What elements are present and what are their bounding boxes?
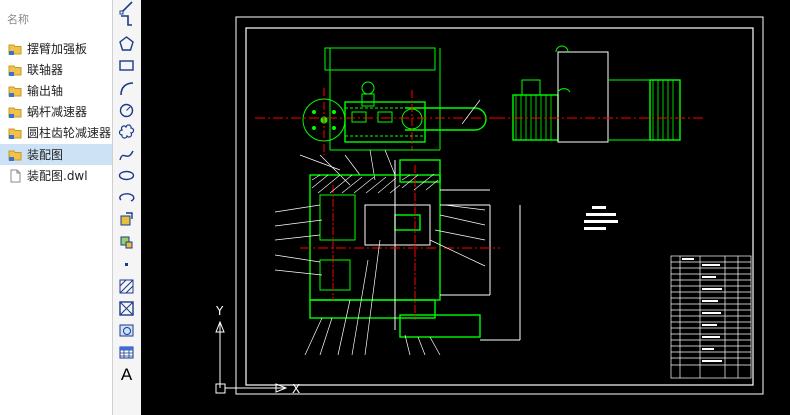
folder-icon <box>8 107 22 118</box>
assembly-drawing: Y X <box>215 16 764 396</box>
top-view <box>255 47 505 155</box>
drawing-inner-border <box>245 27 754 386</box>
circle-icon <box>119 103 134 118</box>
insert-block-tool[interactable] <box>117 210 136 229</box>
arc-tool[interactable] <box>117 79 136 98</box>
ucs-icon <box>215 320 288 394</box>
file-item-label: 摆臂加强板 <box>27 42 88 56</box>
revision-cloud-tool[interactable] <box>117 122 136 141</box>
arc-icon <box>120 82 134 96</box>
folder-icon <box>8 150 22 161</box>
title-block-text <box>682 258 722 362</box>
make-block-icon <box>120 236 133 249</box>
draw-toolbar: A <box>112 0 142 415</box>
gradient-tool[interactable] <box>117 299 136 318</box>
file-item-label: 圆柱齿轮减速器 <box>27 126 112 140</box>
top-view-leaders <box>299 99 481 186</box>
polygon-tool[interactable] <box>117 34 136 53</box>
file-item-swing-arm-plate[interactable]: 摆臂加强板 <box>0 38 112 59</box>
file-browser-panel: 名称 摆臂加强板 联轴器 输出轴 蜗杆减速器 圆柱齿轮减速器 装配图 装配图.d… <box>0 0 112 415</box>
region-icon <box>119 324 134 337</box>
technical-notes <box>584 206 618 230</box>
file-item-assembly[interactable]: 装配图 <box>0 144 112 165</box>
file-item-gear-reducer[interactable]: 圆柱齿轮减速器 <box>0 122 112 143</box>
ellipse-arc-icon <box>119 193 135 202</box>
ucs-y-label: Y <box>215 304 224 318</box>
multiline-text-icon: A <box>120 364 133 384</box>
folder-icon <box>8 86 22 97</box>
point-tool[interactable] <box>117 255 136 274</box>
ellipse-icon <box>118 170 135 181</box>
file-item-label: 蜗杆减速器 <box>27 105 88 119</box>
insert-block-icon <box>120 212 133 226</box>
polyline-icon <box>121 15 132 26</box>
multiline-text-tool[interactable]: A <box>117 365 136 384</box>
side-view <box>495 45 705 143</box>
file-item-coupling[interactable]: 联轴器 <box>0 59 112 80</box>
front-view-hatching <box>311 173 439 194</box>
ucs-x-label: X <box>292 382 300 396</box>
polygon-icon <box>119 36 134 51</box>
rectangle-tool[interactable] <box>117 56 136 75</box>
front-view-leaders <box>274 204 486 356</box>
file-item-label: 装配图 <box>27 148 64 162</box>
hatch-tool[interactable] <box>117 277 136 296</box>
file-item-output-shaft[interactable]: 输出轴 <box>0 80 112 101</box>
revision-cloud-icon <box>118 124 135 139</box>
front-view <box>300 159 521 341</box>
drawing-canvas[interactable]: Y X <box>141 0 790 415</box>
circle-tool[interactable] <box>117 101 136 120</box>
ellipse-arc-tool[interactable] <box>117 188 136 207</box>
table-tool[interactable] <box>117 343 136 362</box>
point-icon <box>125 263 128 266</box>
drawing-outer-border <box>235 16 764 395</box>
region-tool[interactable] <box>117 321 136 340</box>
file-item-worm-reducer[interactable]: 蜗杆减速器 <box>0 101 112 122</box>
name-column-header[interactable]: 名称 <box>7 13 29 26</box>
table-icon <box>119 346 134 359</box>
folder-icon <box>8 65 22 76</box>
line-tool[interactable] <box>117 0 136 17</box>
file-item-label: 输出轴 <box>27 84 64 98</box>
file-item-label: 装配图.dwl <box>27 169 88 183</box>
make-block-tool[interactable] <box>117 232 136 251</box>
gradient-icon <box>119 301 134 316</box>
title-block <box>670 255 752 379</box>
file-icon <box>10 169 21 182</box>
polyline-tool[interactable] <box>117 11 136 30</box>
file-item-label: 联轴器 <box>27 63 64 77</box>
ellipse-tool[interactable] <box>117 166 136 185</box>
hatch-icon <box>119 279 134 294</box>
line-icon <box>119 1 133 15</box>
folder-icon <box>8 128 22 139</box>
spline-tool[interactable] <box>117 146 136 165</box>
file-item-assembly-dwl[interactable]: 装配图.dwl <box>0 165 112 186</box>
folder-icon <box>8 44 22 55</box>
rectangle-icon <box>119 60 134 71</box>
spline-icon <box>119 150 134 161</box>
